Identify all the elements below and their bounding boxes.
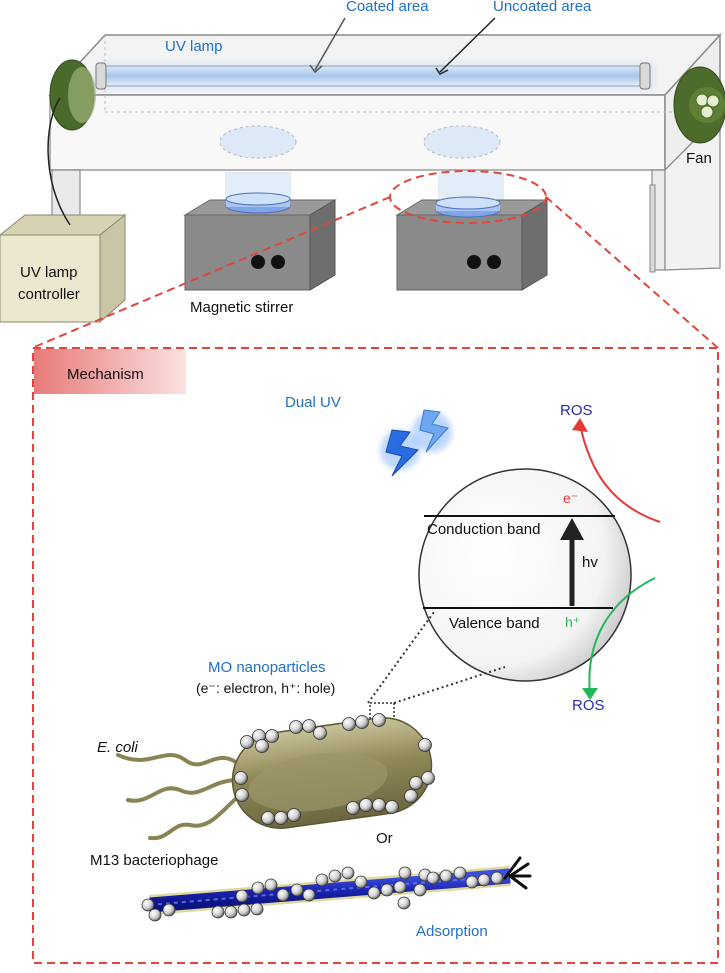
coated-area-label: Coated area <box>346 0 429 15</box>
magnetic-stirrer-left <box>183 192 337 291</box>
nanoparticle <box>341 866 355 880</box>
nanoparticle <box>477 873 491 887</box>
nanoparticle <box>367 886 381 900</box>
nanoparticle <box>426 871 440 885</box>
mechanism-title: Mechanism <box>67 366 144 383</box>
fan-right <box>673 66 725 144</box>
nanoparticle <box>328 869 342 883</box>
conduction-band-label: Conduction band <box>427 521 541 538</box>
uv-bolt-icon <box>380 409 452 477</box>
ecoli-flagella <box>116 753 242 841</box>
nanoparticle <box>290 883 304 897</box>
controller-label-line2: controller <box>18 286 80 303</box>
controller-cable <box>47 97 71 226</box>
ros-top-label: ROS <box>560 402 593 419</box>
phage-nanoparticles <box>141 866 504 922</box>
nanoparticle <box>315 873 329 887</box>
nanoparticle <box>302 719 316 733</box>
mo-particle-sphere <box>418 468 632 682</box>
nanoparticle <box>354 875 368 889</box>
light-spot-left <box>219 125 297 159</box>
uncoated-area-pointer <box>439 17 496 73</box>
nanoparticle <box>372 798 386 812</box>
nanoparticle <box>261 811 275 825</box>
magnetic-stirrer-right <box>395 196 549 291</box>
uncoated-area-label: Uncoated area <box>493 0 592 15</box>
nanoparticle <box>398 866 412 880</box>
hv-label: hv <box>582 554 598 571</box>
uv-lamp-controller <box>0 213 127 324</box>
fan-label: Fan <box>686 150 712 167</box>
nanoparticle <box>276 888 290 902</box>
nanoparticle <box>413 883 427 897</box>
nanoparticle <box>380 883 394 897</box>
nanoparticle <box>346 801 360 815</box>
electron-label: e⁻ <box>563 490 579 506</box>
hole-label: h⁺ <box>565 614 581 630</box>
dual-uv-label: Dual UV <box>285 394 341 411</box>
m13-label: M13 bacteriophage <box>90 852 219 869</box>
nanoparticle <box>265 729 279 743</box>
nanoparticle <box>234 771 248 785</box>
nanoparticle <box>274 811 288 825</box>
nanoparticle <box>359 798 373 812</box>
nanoparticle <box>418 738 432 752</box>
nanoparticle <box>289 720 303 734</box>
nanoparticle <box>264 878 278 892</box>
nanoparticle <box>409 776 423 790</box>
nanoparticle <box>439 869 453 883</box>
nanoparticle <box>342 717 356 731</box>
nanoparticle <box>251 881 265 895</box>
nanoparticle <box>141 898 155 912</box>
fan-left <box>49 59 96 131</box>
light-spot-right <box>423 125 501 159</box>
mechanism-tab <box>34 349 186 394</box>
nanoparticle <box>397 896 411 910</box>
nanoparticle <box>393 880 407 894</box>
nanoparticle <box>385 800 399 814</box>
nanoparticle <box>465 875 479 889</box>
nanoparticle <box>421 771 435 785</box>
nanoparticle <box>211 905 225 919</box>
nanoparticle <box>404 789 418 803</box>
nanoparticle <box>235 889 249 903</box>
nanoparticle <box>250 902 264 916</box>
mo-nanoparticles-label: MO nanoparticles <box>208 659 326 676</box>
nanoparticle <box>224 905 238 919</box>
nanoparticle <box>355 715 369 729</box>
controller-label-line1: UV lamp <box>20 264 78 281</box>
nanoparticle <box>148 908 162 922</box>
nanoparticle <box>255 739 269 753</box>
nanoparticle <box>287 808 301 822</box>
uv-lamp-tube <box>95 62 655 90</box>
ros-arrow-bottom <box>588 577 656 696</box>
mechanism-panel <box>32 347 719 964</box>
nanoparticle <box>372 713 386 727</box>
magnetic-stirrer-label: Magnetic stirrer <box>190 299 294 316</box>
nanoparticle <box>235 788 249 802</box>
uv-lamp-label: UV lamp <box>165 38 223 55</box>
nanoparticle <box>490 871 504 885</box>
nanoparticle <box>453 866 467 880</box>
ros-arrow-top <box>579 424 661 523</box>
ecoli-label: E. coli <box>97 739 138 756</box>
or-label: Or <box>376 830 393 847</box>
nanoparticle <box>313 726 327 740</box>
ecoli-nanoparticles <box>234 713 435 825</box>
nanoparticle <box>240 735 254 749</box>
zoom-dotted-left <box>367 611 435 704</box>
nanoparticle <box>237 903 251 917</box>
adsorption-label: Adsorption <box>416 923 488 940</box>
nanoparticle <box>162 903 176 917</box>
ros-bottom-label: ROS <box>572 697 605 714</box>
mo-legend-label: (e⁻: electron, h⁺: hole) <box>196 680 336 696</box>
valence-band-label: Valence band <box>449 615 540 632</box>
coated-area-pointer <box>314 17 346 71</box>
nanoparticle <box>302 888 316 902</box>
